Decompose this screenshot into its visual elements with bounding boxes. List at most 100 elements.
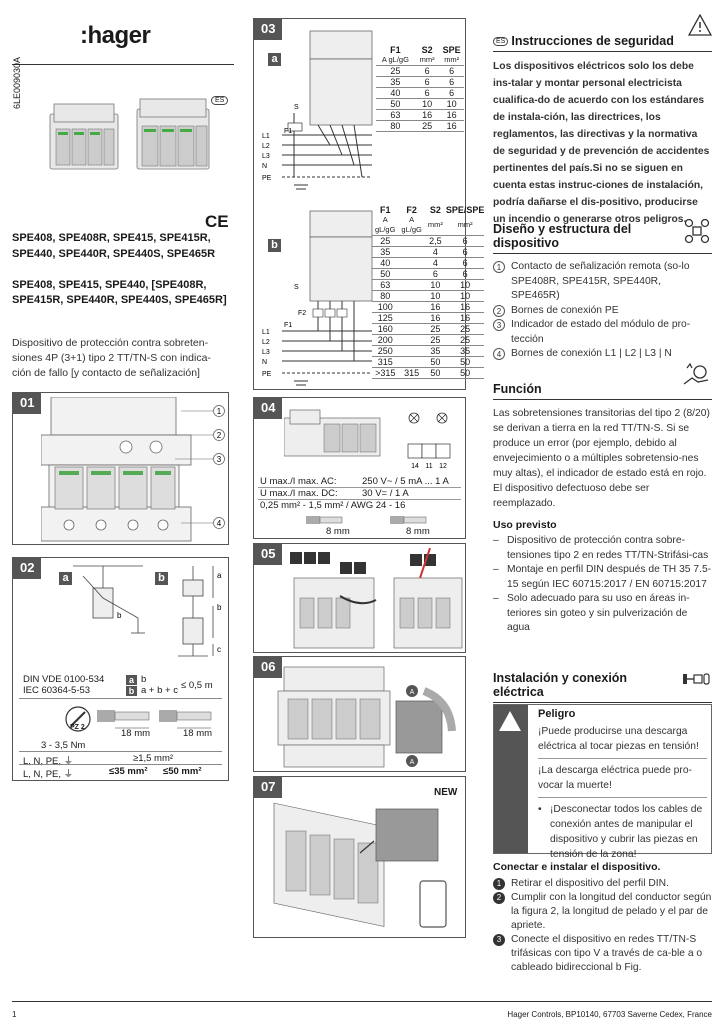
item-number: 3 xyxy=(493,319,505,331)
table-cell: 4 xyxy=(424,247,446,258)
danger-text-3-content: ¡Desconectar todos los cables de conexió… xyxy=(550,804,703,860)
tb-subheader: mm² xyxy=(424,215,446,236)
table-cell xyxy=(398,269,425,280)
wiring-length-diagram: b a b c xyxy=(73,565,222,657)
table-cell xyxy=(398,346,425,357)
svg-text:F1: F1 xyxy=(284,322,292,329)
dc-value: 30 V= / 1 A xyxy=(362,488,409,499)
label-a: a xyxy=(59,572,72,585)
table-cell xyxy=(398,291,425,302)
table-cell: 25 xyxy=(445,324,485,335)
callout-2: 2 xyxy=(217,431,222,440)
hager-logo: :hager xyxy=(80,22,151,49)
table-cell: 35 xyxy=(372,247,399,258)
table-cell: 25 xyxy=(424,335,446,346)
label-b: b xyxy=(155,572,168,585)
callout-4: 4 xyxy=(217,519,222,528)
svg-text:S: S xyxy=(294,104,299,111)
table-cell: 10 xyxy=(445,280,485,291)
new-label: NEW xyxy=(434,787,458,798)
standards: DIN VDE 0100-534 IEC 60364-5-53 xyxy=(23,674,135,696)
line-n: N xyxy=(262,359,267,366)
product-image xyxy=(49,98,210,170)
module-removal-diagram: A A xyxy=(277,666,456,768)
connect-title: Conectar e instalar el dispositivo. xyxy=(493,861,661,873)
table-cell: 6 xyxy=(445,247,485,258)
row-a-value: b xyxy=(141,674,147,685)
table-cell: 50 xyxy=(445,357,485,368)
svg-text:b: b xyxy=(117,611,122,620)
step-text: Conecte el dispositivo en redes TT/TN-S … xyxy=(511,934,703,973)
use-title: Uso previsto xyxy=(493,519,557,531)
item-number: 4 xyxy=(493,348,505,360)
function-text: Las sobretensiones transitorias del tipo… xyxy=(493,408,710,509)
row-label-a: a xyxy=(126,675,137,685)
tb-subheader: A gL/gG xyxy=(372,215,399,236)
language-badge: ES xyxy=(493,37,509,47)
terminal-11: 11 xyxy=(425,463,432,470)
pz-size: PZ 2 xyxy=(70,724,85,731)
mounting-diagram xyxy=(290,548,463,649)
table-cell: 6 xyxy=(445,258,485,269)
strip-length-diagram xyxy=(306,516,427,524)
danger-text-1: ¡Puede producirse una descarga eléctrica… xyxy=(538,726,699,752)
wiring-diagram-a: F1 S L1 L2 L3 N PE xyxy=(262,30,373,190)
table-cell xyxy=(398,247,425,258)
line-l2: L2 xyxy=(262,339,270,346)
structure-icon xyxy=(684,218,710,244)
figure-02: 02 a b b a b c DIN VDE 0100-534 IEC 6036… xyxy=(12,557,229,781)
tb-header: SPE/SPE xyxy=(445,205,485,215)
conductors-2: L, N, PE, ⏚ xyxy=(23,769,74,780)
item-number: 2 xyxy=(493,304,505,317)
row-b-value: a + b + c xyxy=(141,685,178,696)
connection-icon xyxy=(683,673,710,685)
strip-length-1: 8 mm xyxy=(326,526,350,537)
row-label-b: b xyxy=(126,686,137,696)
strip-length-2: 8 mm xyxy=(406,526,430,537)
danger-box: Peligro ¡Puede producirse una descarga e… xyxy=(493,704,712,860)
conductors-1: L, N, PE, ⏚ xyxy=(23,756,74,767)
table-cell xyxy=(398,236,425,247)
safety-text: Los dispositivos eléctricos solo los deb… xyxy=(493,61,710,225)
ac-label: U max./I max. AC: xyxy=(260,476,337,487)
figure-07: 07 NEW xyxy=(253,776,466,938)
list-item: 3 Indicador de estado del módulo de pro-t… xyxy=(493,318,712,347)
table-cell xyxy=(398,280,425,291)
table-cell: 6 xyxy=(414,66,440,77)
figure-number: 01 xyxy=(13,393,42,414)
ta-header: S2 xyxy=(421,45,433,55)
ta-subheader: A gL/gG xyxy=(376,55,415,66)
page-number: 1 xyxy=(12,1010,17,1019)
item-text: Indicador de estado del módulo de pro-te… xyxy=(511,319,691,345)
terminal-12: 12 xyxy=(439,463,447,470)
screwdriver-icon xyxy=(65,706,91,732)
table-cell xyxy=(398,258,425,269)
table-cell: 16 xyxy=(445,302,485,313)
tb-subheader: mm² xyxy=(445,215,485,236)
step-number: 3 xyxy=(493,934,505,946)
ce-mark: CE xyxy=(205,212,229,231)
line-pe: PE xyxy=(262,175,272,182)
function-icon xyxy=(683,362,709,385)
tb-header: F1 xyxy=(379,205,391,215)
table-cell xyxy=(398,302,425,313)
svg-text:b: b xyxy=(217,603,222,612)
max-section-1: ≤35 mm² xyxy=(109,766,148,777)
install-title: Instalación y conexión eléctrica xyxy=(493,671,712,703)
callout-3: 3 xyxy=(217,455,222,464)
function-title: Función xyxy=(493,382,712,400)
module-replace-diagram xyxy=(273,802,447,928)
header-divider xyxy=(12,64,234,65)
product-description: Dispositivo de protección contra sobrete… xyxy=(12,337,211,379)
